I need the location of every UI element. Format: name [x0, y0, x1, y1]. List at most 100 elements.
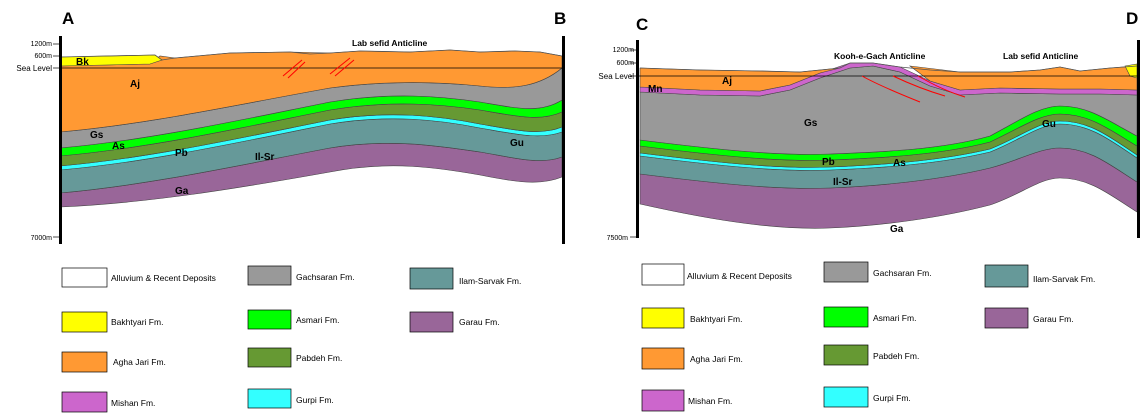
legend-label: Gurpi Fm. [296, 395, 334, 405]
section-end-bar-b [562, 36, 565, 244]
section-end-bar-a [59, 36, 62, 244]
section-end-label: D [1126, 9, 1138, 28]
fault-line-left-3 [329, 57, 351, 75]
legend-item: Asmari Fm. [247, 309, 339, 330]
legend-swatch [409, 311, 454, 333]
legend-swatch [641, 389, 685, 412]
fault-line-right-2 [892, 75, 946, 97]
legend-swatch [823, 306, 869, 328]
legend-item: Alluvium & Recent Deposits [61, 267, 216, 288]
legend-swatch [823, 344, 869, 366]
section-start-label: A [62, 9, 74, 28]
legend-item: Asmari Fm. [823, 306, 916, 328]
legend-swatch [61, 311, 108, 333]
legend-swatch [247, 347, 292, 368]
legend-item: Gachsaran Fm. [247, 265, 355, 286]
legend-label: Gachsaran Fm. [296, 272, 355, 282]
legend-swatch [409, 267, 454, 290]
fault-line-left-1 [282, 59, 303, 77]
unit-label-pb: Pb [822, 157, 835, 168]
unit-label-gs: Gs [804, 118, 818, 129]
unit-label-ga: Ga [175, 186, 189, 197]
depth-label-600m: 600m [34, 53, 52, 60]
legend-item: Bakhtyari Fm. [61, 311, 163, 333]
unit-label-aj: Aj [130, 79, 140, 90]
legend-label: Garau Fm. [1033, 314, 1074, 324]
legend-label: Asmari Fm. [296, 315, 339, 325]
legend-item: Agha Jari Fm. [641, 347, 743, 370]
legend-label: Garau Fm. [459, 317, 500, 327]
legend-swatch [61, 391, 108, 413]
legend-label: Gurpi Fm. [873, 393, 911, 403]
legend-label: Agha Jari Fm. [690, 354, 743, 364]
depth-label-600m: 600m [616, 60, 634, 67]
unit-label-pb: Pb [175, 148, 188, 159]
legend-item: Mishan Fm. [641, 389, 732, 412]
legend-label: Ilam-Sarvak Fm. [459, 276, 521, 286]
section-end-bar-c [636, 40, 639, 238]
legend-label: Pabdeh Fm. [296, 353, 342, 363]
cross-section-c-d: C D Kooh-e-Gach Anticline Lab sefid Anti… [598, 9, 1140, 242]
legend-item: Gurpi Fm. [823, 386, 911, 408]
unit-label-gs: Gs [90, 130, 104, 141]
legend-swatch [984, 307, 1029, 329]
unit-label-bk: Bk [76, 57, 89, 68]
depth-label-bottom: 7500m [607, 235, 629, 242]
legend-swatch [823, 261, 869, 283]
legend-label: Alluvium & Recent Deposits [111, 273, 216, 283]
legend-label: Pabdeh Fm. [873, 351, 919, 361]
legend-item: Ilam-Sarvak Fm. [984, 264, 1095, 288]
legend-item: Ilam-Sarvak Fm. [409, 267, 521, 290]
legend-swatch [247, 265, 292, 286]
topography-line-right [639, 62, 1138, 73]
legend-item: Pabdeh Fm. [247, 347, 342, 368]
legend-label: Gachsaran Fm. [873, 268, 932, 278]
unit-label-gu: Gu [1042, 119, 1056, 130]
anticline-label-lab-sefid: Lab sefid Anticline [1003, 51, 1079, 61]
legend-item: Alluvium & Recent Deposits [641, 263, 792, 286]
legend-label: Bakhtyari Fm. [690, 314, 742, 324]
unit-label-as: As [893, 158, 906, 169]
legend-swatch [61, 267, 108, 288]
anticline-label-kooh-e-gach: Kooh-e-Gach Anticline [834, 51, 926, 61]
legend-swatch [984, 264, 1029, 288]
unit-label-as: As [112, 141, 125, 152]
legend-swatch [61, 351, 108, 373]
unit-label-gu: Gu [510, 138, 524, 149]
legend-swatch [641, 307, 685, 329]
legend-swatch [641, 263, 685, 286]
legend-swatch [247, 309, 292, 330]
legend-item: Pabdeh Fm. [823, 344, 919, 366]
legend-item: Garau Fm. [984, 307, 1074, 329]
legend-item: Bakhtyari Fm. [641, 307, 742, 329]
section-end-bar-d [1137, 40, 1140, 238]
fault-line-right-1 [861, 75, 921, 103]
fault-line-right-3 [917, 75, 966, 98]
unit-label-mn: Mn [648, 84, 662, 95]
anticline-label: Lab sefid Anticline [352, 38, 428, 48]
legend-item: Agha Jari Fm. [61, 351, 166, 373]
legend-item: Garau Fm. [409, 311, 500, 333]
fault-line-left-4 [334, 59, 355, 77]
cross-section-a-b: A B Lab sefid Anticline 1200m 600m Sea L… [16, 9, 566, 244]
unit-label-aj: Aj [722, 76, 732, 87]
depth-label-1200m: 1200m [613, 47, 635, 54]
unit-label-ga: Ga [890, 224, 904, 235]
legend-right: Alluvium & Recent Deposits Gachsaran Fm.… [641, 261, 1095, 412]
legend-label: Agha Jari Fm. [113, 357, 166, 367]
legend-label: Mishan Fm. [111, 398, 155, 408]
legend-label: Ilam-Sarvak Fm. [1033, 274, 1095, 284]
unit-label-il-sr: Il-Sr [833, 177, 853, 188]
depth-label-sea-level: Sea Level [598, 72, 634, 81]
depth-label-sea-level: Sea Level [16, 64, 52, 73]
section-start-label: C [636, 15, 648, 34]
legend-item: Gurpi Fm. [247, 388, 334, 409]
unit-label-il-sr: Il-Sr [255, 152, 275, 163]
legend-swatch [247, 388, 292, 409]
legend-swatch [823, 386, 869, 408]
legend-label: Mishan Fm. [688, 396, 732, 406]
legend-label: Bakhtyari Fm. [111, 317, 163, 327]
topography-line-left [59, 49, 563, 61]
fault-line-left-2 [287, 61, 306, 79]
